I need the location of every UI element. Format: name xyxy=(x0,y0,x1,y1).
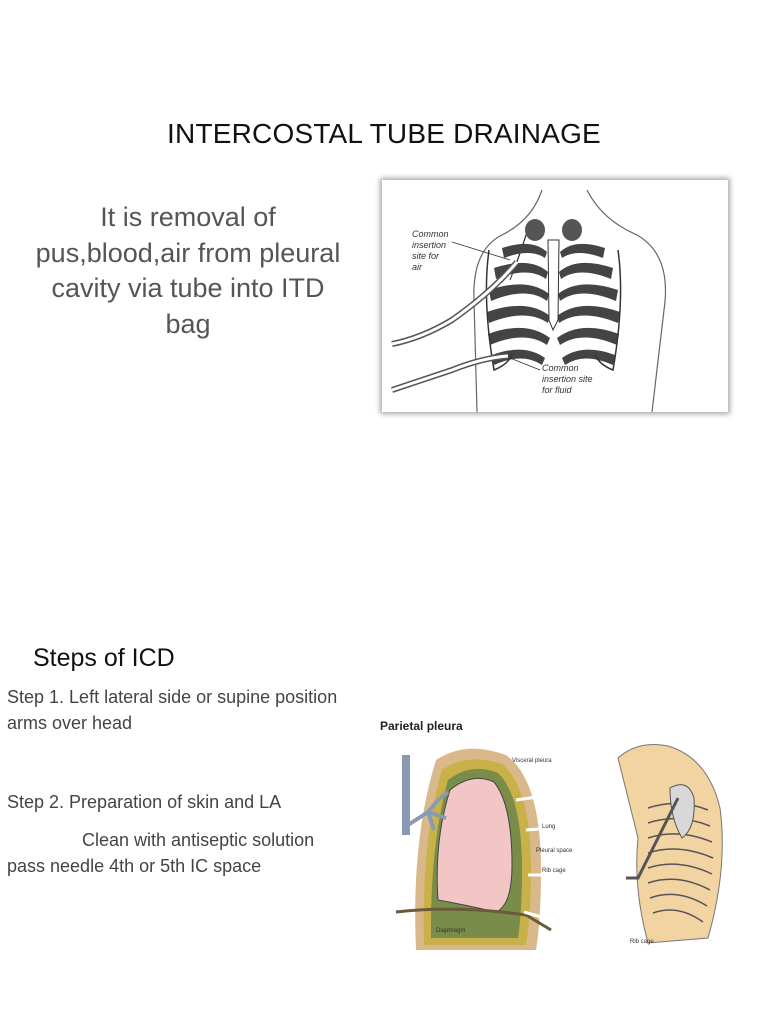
left-ribs xyxy=(485,219,550,372)
rib-cage-label: Rib cage xyxy=(542,868,566,874)
air-site-label-4: air xyxy=(412,262,423,272)
ribcage-figure: Rib cage xyxy=(608,738,738,953)
pleura-figure: Parietal pleura Visceral pleura Lung Ple… xyxy=(376,700,586,955)
right-ribs xyxy=(557,219,622,372)
step-2-text: Step 2. Preparation of skin and LA xyxy=(7,792,282,812)
chest-tube-figure: Common insertion site for air Common ins… xyxy=(382,180,728,413)
slide-title: INTERCOSTAL TUBE DRAINAGE xyxy=(167,118,601,149)
pleura-illustration: Parietal pleura Visceral pleura Lung Ple… xyxy=(380,719,573,950)
ribcage-illustration: Rib cage xyxy=(617,744,723,945)
fluid-site-label-2: insertion site xyxy=(542,374,593,384)
fluid-site-label-1: Common xyxy=(542,363,579,373)
step-2-detail-line-1: Clean with antiseptic solution xyxy=(82,830,315,850)
air-site-label-2: insertion xyxy=(412,240,446,250)
definition-text: It is removal of pus,blood,air from pleu… xyxy=(35,202,341,339)
ribcage-label: Rib cage xyxy=(630,939,654,945)
lung-label: Lung xyxy=(542,824,555,830)
step-2-detail-line-2: pass needle 4th or 5th IC space xyxy=(7,856,262,876)
step-2-detail: Clean with antiseptic solution pass need… xyxy=(7,827,367,879)
steps-heading: Steps of ICD xyxy=(33,644,175,672)
air-site-label-3: site for xyxy=(412,251,440,261)
step-1-text: Step 1. Left lateral side or supine posi… xyxy=(7,687,338,733)
diaphragm-label: Diaphragm xyxy=(436,928,465,934)
pleura-figure-title: Parietal pleura xyxy=(380,719,463,733)
air-site-label-1: Common xyxy=(412,229,449,239)
chest-tube-illustration: Common insertion site for air Common ins… xyxy=(391,189,667,413)
fluid-site-label-3: for fluid xyxy=(542,385,573,395)
visceral-pleura-label: Visceral pleura xyxy=(512,758,552,764)
pleural-space-label: Pleural space xyxy=(536,848,573,854)
